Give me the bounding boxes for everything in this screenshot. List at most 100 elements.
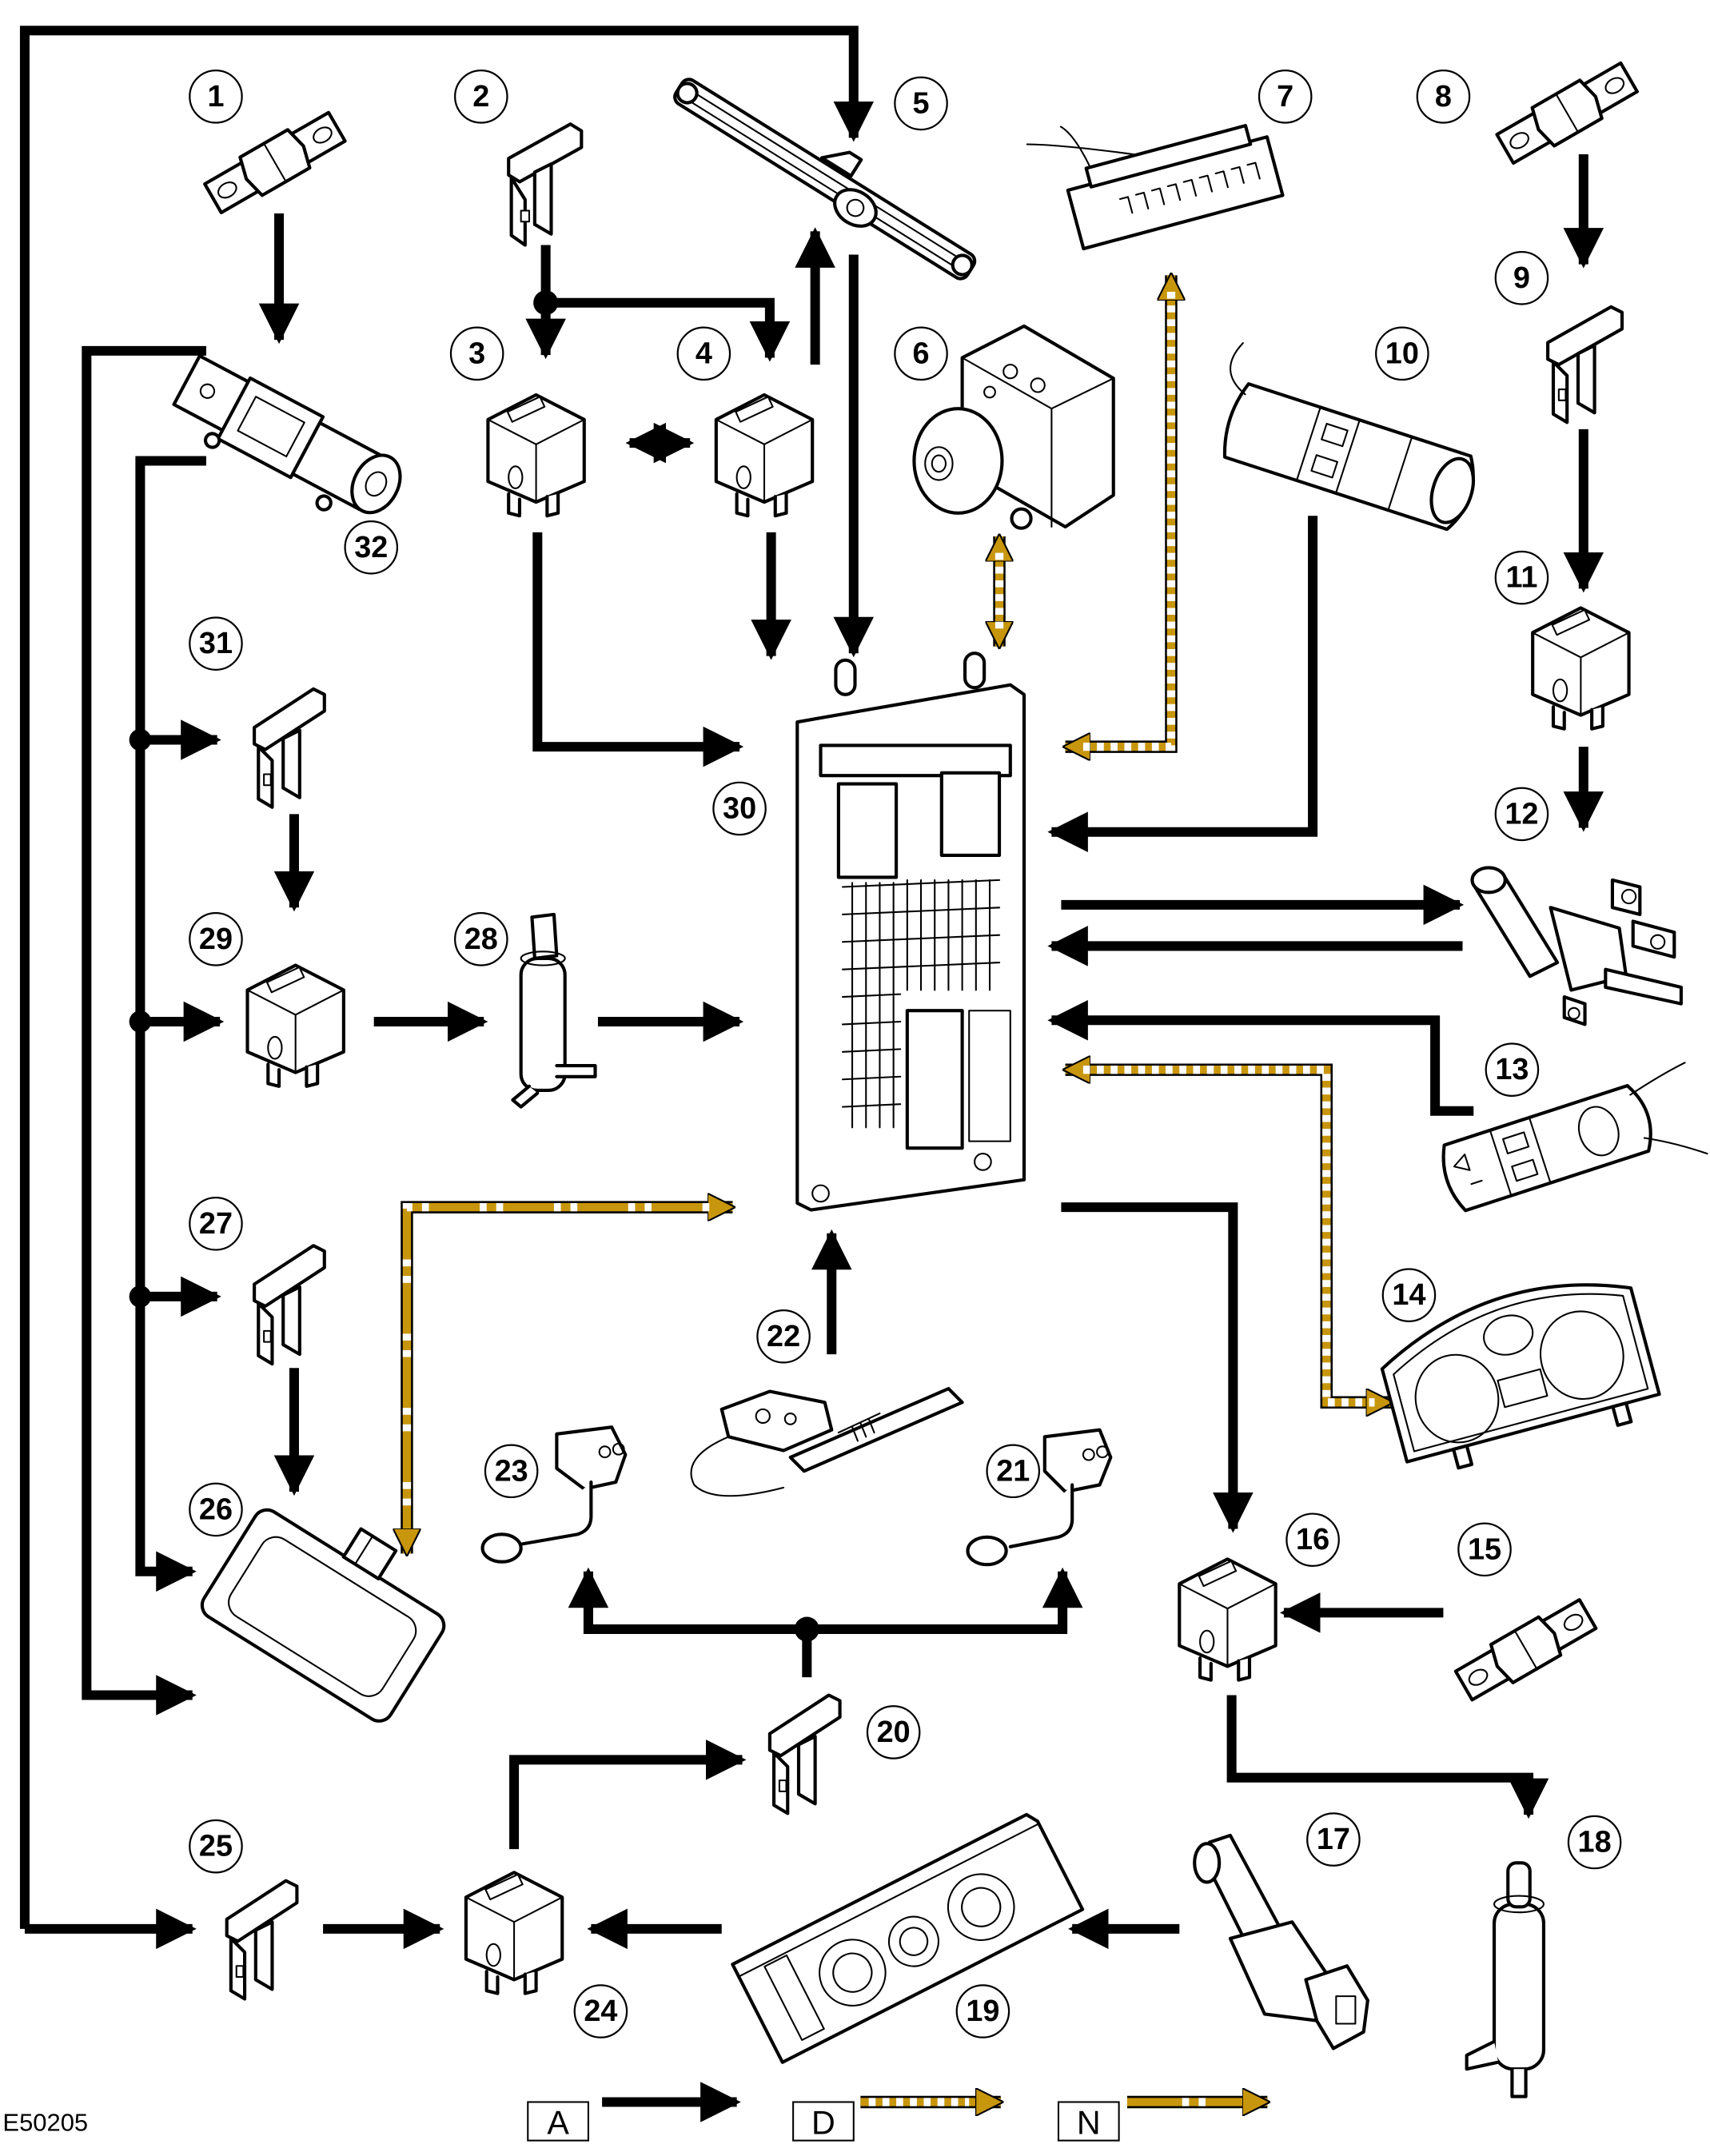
component-27-fuse[interactable] (253, 1244, 326, 1366)
component-30-central-junction-box[interactable] (795, 652, 1026, 1212)
svg-text:23: 23 (495, 1454, 528, 1488)
component-24-relay[interactable] (464, 1871, 564, 1995)
svg-text:16: 16 (1296, 1523, 1329, 1556)
wire-2-to-4 (545, 297, 791, 362)
component-7-diagnostic-connector[interactable] (1025, 76, 1285, 256)
svg-text:6: 6 (913, 337, 930, 370)
component-4-relay[interactable] (714, 393, 815, 518)
component-29-relay[interactable] (245, 963, 345, 1088)
component-15-megafuse[interactable] (1453, 1595, 1598, 1704)
legend: A D N (527, 2082, 1267, 2142)
component-28-washer-pump[interactable] (511, 912, 597, 1109)
svg-text:1: 1 (207, 80, 224, 114)
component-23-washer-jet[interactable] (480, 1425, 628, 1564)
svg-text:25: 25 (199, 1830, 233, 1863)
component-12-rear-wiper-motor[interactable] (1470, 866, 1683, 1026)
component-14-instrument-cluster[interactable] (1373, 1265, 1664, 1481)
callout-20: 20 (866, 1705, 921, 1759)
callout-9: 9 (1494, 250, 1549, 305)
svg-text:2: 2 (472, 80, 489, 114)
svg-text:D: D (811, 2104, 835, 2141)
svg-text:N: N (1077, 2104, 1101, 2141)
callout-25: 25 (189, 1819, 243, 1874)
callouts: 1 2 3 4 5 6 7 8 9 10 11 12 13 14 15 16 1… (189, 70, 1622, 2038)
svg-text:10: 10 (1385, 337, 1419, 370)
wire-20-to-23 (568, 1567, 807, 1635)
component-22-tailgate-latch[interactable] (690, 1387, 964, 1497)
component-5-wiper-linkage[interactable] (666, 58, 990, 291)
component-6-abs-module[interactable] (912, 324, 1115, 530)
wire-3-to-30 (532, 532, 744, 767)
wire-24-to-20 (509, 1740, 747, 1850)
bus-d-7-to-30 (1066, 275, 1171, 747)
junction-dot-31 (129, 728, 152, 751)
callout-23: 23 (484, 1444, 539, 1499)
svg-text:15: 15 (1468, 1532, 1501, 1566)
callout-22: 22 (756, 1309, 811, 1364)
component-19-climate-control-panel[interactable] (731, 1811, 1085, 2064)
callout-1: 1 (189, 70, 243, 124)
wire-16-to-18 (1226, 1695, 1549, 1819)
wire-32-to-26-outer (82, 345, 206, 1716)
svg-text:20: 20 (877, 1716, 911, 1749)
svg-text:5: 5 (913, 86, 930, 120)
callout-15: 15 (1457, 1522, 1512, 1577)
legend-key-a: A (527, 2101, 589, 2142)
component-3-relay[interactable] (486, 393, 586, 518)
svg-text:29: 29 (199, 923, 233, 956)
svg-text:28: 28 (464, 923, 498, 956)
component-31-fuse[interactable] (253, 687, 326, 809)
component-10-wiper-switch[interactable] (1202, 341, 1493, 533)
bus-connections (407, 275, 1391, 1553)
legend-key-d: D (792, 2101, 855, 2142)
callout-7: 7 (1258, 70, 1313, 124)
wire-13-to-30 (1047, 1000, 1474, 1116)
wire-battery-to-5 (19, 26, 875, 1929)
callout-28: 28 (454, 912, 508, 966)
callout-21: 21 (986, 1444, 1041, 1499)
callout-5: 5 (894, 76, 948, 131)
component-25-fuse[interactable] (225, 1879, 299, 2001)
svg-text:32: 32 (354, 531, 388, 564)
junction-dot-29 (129, 1010, 152, 1033)
figure-id: E50205 (2, 2109, 88, 2137)
wire-10-to-30 (1047, 516, 1318, 852)
callout-31: 31 (189, 616, 243, 671)
svg-text:A: A (547, 2104, 569, 2141)
svg-text:22: 22 (767, 1320, 800, 1353)
component-9-fuse[interactable] (1546, 305, 1624, 424)
callout-10: 10 (1375, 326, 1429, 381)
svg-text:24: 24 (584, 1995, 617, 2028)
component-16-relay[interactable] (1178, 1557, 1278, 1682)
callout-17: 17 (1306, 1812, 1361, 1867)
component-17-sensor[interactable] (1193, 1833, 1369, 2050)
component-32-ignition-switch[interactable] (163, 353, 412, 537)
component-26-rain-sensor-module[interactable] (197, 1478, 465, 1727)
svg-text:13: 13 (1495, 1053, 1529, 1086)
callout-29: 29 (189, 912, 243, 966)
svg-text:14: 14 (1392, 1278, 1425, 1312)
junction-dot-2 (533, 290, 559, 316)
svg-text:17: 17 (1317, 1823, 1350, 1856)
component-8-megafuse[interactable] (1494, 58, 1640, 168)
svg-text:9: 9 (1513, 261, 1530, 295)
callout-14: 14 (1381, 1268, 1437, 1322)
callout-3: 3 (449, 326, 504, 381)
junction-dot-27 (129, 1285, 152, 1308)
callout-32: 32 (344, 520, 399, 575)
component-2-fuse[interactable] (507, 122, 584, 247)
component-1-megafuse[interactable] (202, 108, 348, 217)
bus-n-26-to-30 (407, 1207, 733, 1553)
svg-text:7: 7 (1277, 80, 1293, 114)
component-11-relay[interactable] (1531, 606, 1631, 731)
callout-30: 30 (712, 781, 767, 836)
component-13-lighting-switch[interactable] (1435, 1062, 1710, 1233)
svg-text:26: 26 (199, 1492, 233, 1526)
component-21-washer-jet[interactable] (966, 1428, 1113, 1567)
callout-8: 8 (1416, 70, 1471, 124)
svg-text:18: 18 (1578, 1826, 1612, 1859)
component-18-washer-pump[interactable] (1465, 1861, 1546, 2098)
callout-11: 11 (1494, 550, 1549, 605)
component-20-fuse[interactable] (767, 1693, 842, 1815)
